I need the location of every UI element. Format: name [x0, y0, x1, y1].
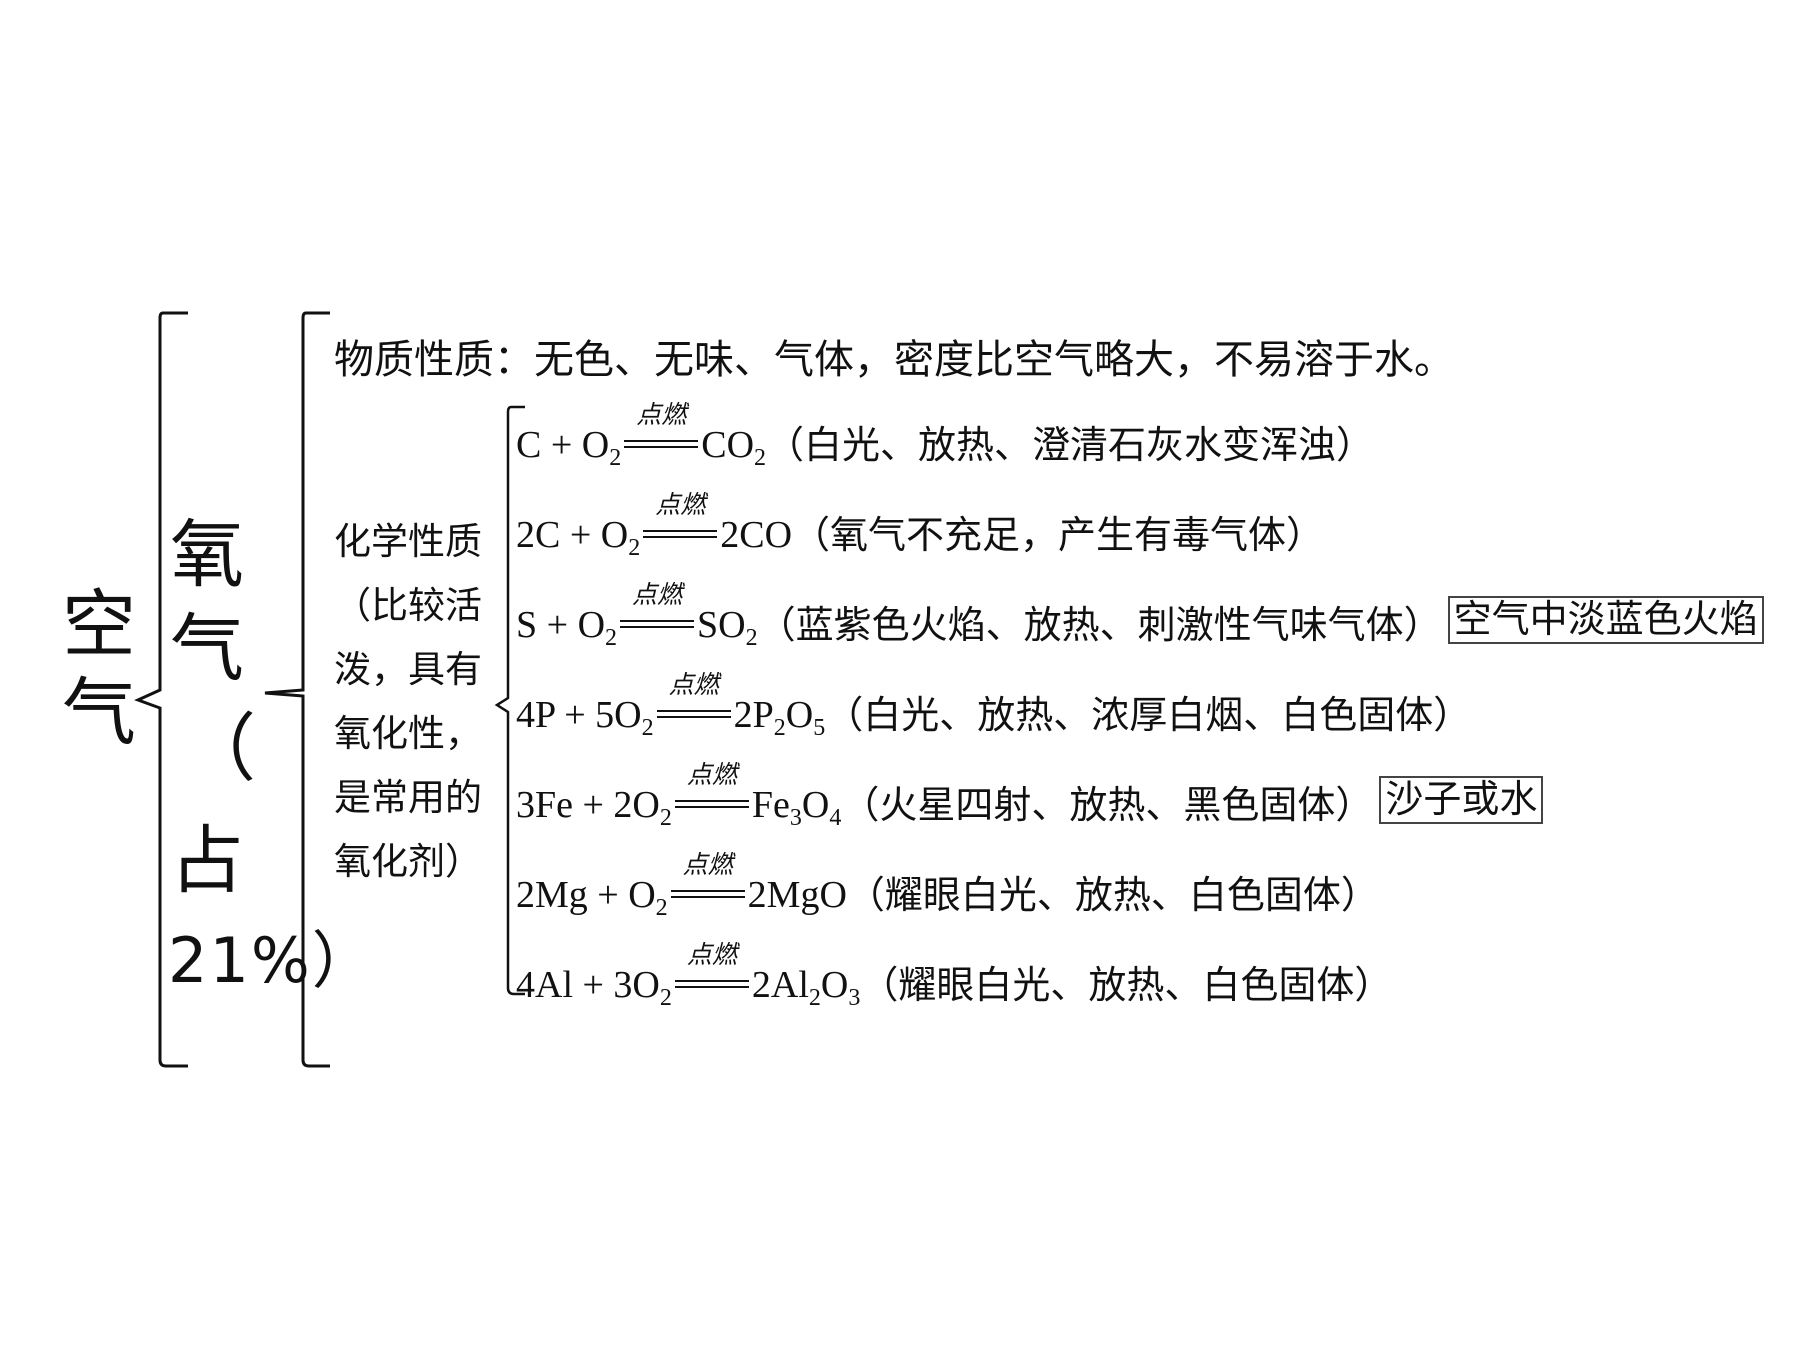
oxygen-open-paren: （	[182, 706, 256, 792]
physical-property: 物质性质：无色、无味、气体，密度比空气略大，不易溶于水。	[334, 337, 1454, 383]
ignition-condition: 点燃	[618, 582, 696, 644]
reaction-note: （火星四射、放热、黑色固体）	[841, 783, 1374, 827]
boxed-note: 空气中淡蓝色火焰	[1447, 596, 1764, 644]
reaction-lhs: 4Al + 3O2	[516, 964, 672, 1011]
oxygen-brace	[264, 311, 330, 1068]
reaction-rhs: 2Al2O3	[751, 964, 861, 1011]
ignition-condition: 点燃	[622, 402, 700, 464]
reaction-lhs: S + O2	[516, 604, 618, 651]
oxygen-char-3: 占	[170, 818, 244, 904]
reaction-note: （蓝紫色火焰、放热、刺激性气味气体）	[757, 603, 1442, 647]
chemical-label-line: 氧化性，	[334, 712, 482, 755]
reaction-lhs: 2C + O2	[516, 514, 641, 561]
reaction-row: 3Fe + 2O2 点燃 Fe3O4 （火星四射、放热、黑色固体） 沙子或水	[516, 762, 1544, 831]
reaction-lhs: C + O2	[516, 424, 622, 471]
reaction-row: C + O2 点燃 CO2 （白光、放热、澄清石灰水变浑浊）	[516, 402, 1375, 471]
chemical-label-line: 泼，具有	[334, 648, 482, 691]
chemical-label-line: （比较活	[334, 584, 482, 627]
reaction-note: （耀眼白光、放热、白色固体）	[846, 873, 1379, 917]
reaction-row: S + O2 点燃 SO2 （蓝紫色火焰、放热、刺激性气味气体） 空气中淡蓝色火…	[516, 582, 1764, 651]
chemical-label-line: 化学性质	[334, 520, 482, 563]
reaction-note: （白光、放热、浓厚白烟、白色固体）	[825, 693, 1472, 737]
chemical-brace	[494, 405, 525, 996]
reaction-rhs: Fe3O4	[751, 784, 842, 831]
reaction-note: （耀眼白光、放热、白色固体）	[860, 963, 1393, 1007]
reaction-rhs: SO2	[697, 604, 758, 651]
oxygen-char-1: 氧	[170, 512, 244, 598]
root-char-1: 空	[62, 582, 136, 668]
reaction-row: 2Mg + O2 点燃 2MgO （耀眼白光、放热、白色固体）	[516, 852, 1379, 921]
chemical-property-label: 化学性质 （比较活 泼，具有 氧化性， 是常用的 氧化剂）	[334, 510, 504, 894]
chemical-label-line: 氧化剂）	[334, 840, 482, 883]
reaction-row: 2C + O2 点燃 2CO （氧气不充足，产生有毒气体）	[516, 492, 1325, 561]
reaction-rhs: 2MgO	[747, 874, 847, 916]
reaction-note: （白光、放热、澄清石灰水变浑浊）	[766, 423, 1375, 467]
reaction-lhs: 3Fe + 2O2	[516, 784, 672, 831]
ignition-condition: 点燃	[673, 942, 751, 1004]
ignition-condition: 点燃	[669, 852, 747, 914]
chemical-label-line: 是常用的	[334, 776, 482, 819]
air-brace	[134, 311, 188, 1068]
boxed-note: 沙子或水	[1379, 776, 1544, 824]
reaction-rhs: 2CO	[720, 514, 793, 556]
root-char-2: 气	[62, 670, 136, 756]
reaction-rhs: CO2	[701, 424, 767, 471]
ignition-condition: 点燃	[655, 672, 733, 734]
ignition-condition: 点燃	[641, 492, 719, 554]
reaction-row: 4Al + 3O2 点燃 2Al2O3 （耀眼白光、放热、白色固体）	[516, 942, 1393, 1011]
reaction-note: （氧气不充足，产生有毒气体）	[792, 513, 1325, 557]
reaction-row: 4P + 5O2 点燃 2P2O5 （白光、放热、浓厚白烟、白色固体）	[516, 672, 1472, 741]
oxygen-char-2: 气	[170, 606, 244, 692]
reaction-lhs: 2Mg + O2	[516, 874, 668, 921]
oxygen-percent: 21%）	[168, 924, 376, 997]
reaction-lhs: 4P + 5O2	[516, 694, 654, 741]
reaction-rhs: 2P2O5	[733, 694, 826, 741]
ignition-condition: 点燃	[673, 762, 751, 824]
